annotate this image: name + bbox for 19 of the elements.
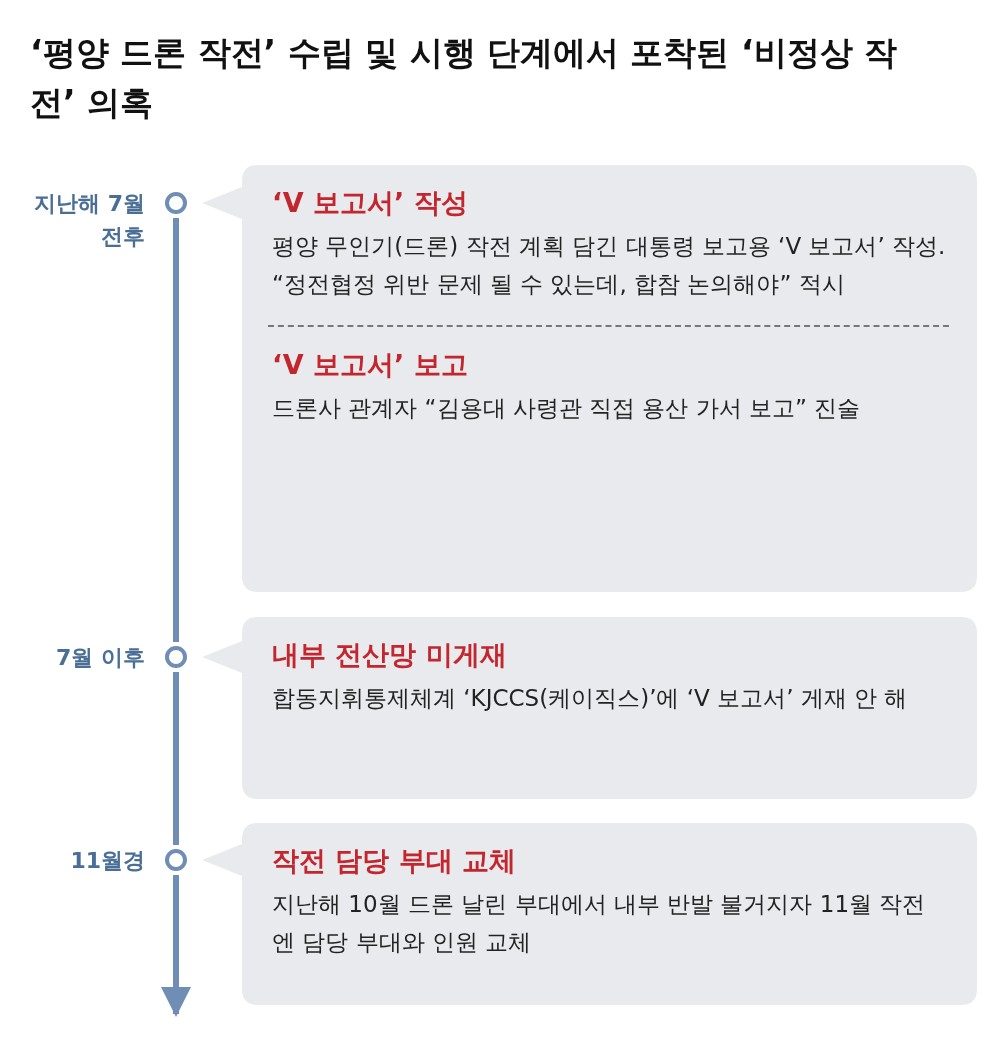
timeline-marker xyxy=(165,849,187,871)
timeline-marker xyxy=(165,646,187,668)
timeline-line xyxy=(161,875,191,1017)
timeline-marker xyxy=(165,192,187,214)
date-label: 지난해 7월 전후 xyxy=(33,190,145,251)
date-label: 11월경 xyxy=(69,847,145,875)
event-heading: ‘V 보고서’ 작성 xyxy=(271,186,469,220)
event-heading: ‘V 보고서’ 보고 xyxy=(271,348,469,382)
event-description: 평양 무인기(드론) 작전 계획 담긴 대통령 보고용 ‘V 보고서’ 작성. “정전협정 위반 문제 될 수 있는데, 합참 논의해야” 적시 xyxy=(271,232,947,299)
event-description: 드론사 관계자 “김용대 사령관 직접 용산 가서 보고” 진술 xyxy=(271,394,862,423)
event-heading: 내부 전산망 미게재 xyxy=(271,638,508,672)
event-description: 지난해 10월 드론 날린 부대에서 내부 반발 불거지자 11월 작전엔 담당 부대와 인원 교체 xyxy=(271,890,927,957)
timeline-line xyxy=(173,672,179,845)
timeline-line xyxy=(173,218,179,642)
date-label: 7월 이후 xyxy=(55,644,145,672)
title: ‘평양 드론 작전’ 수립 및 시행 단계에서 포착된 ‘비정상 작전’ 의혹 xyxy=(30,32,898,124)
event-heading: 작전 담당 부대 교체 xyxy=(271,844,518,878)
event-card xyxy=(200,165,977,592)
event-description: 합동지휘통제체계 ‘KJCCS(케이직스)’에 ‘V 보고서’ 게재 안 해 xyxy=(271,684,909,713)
